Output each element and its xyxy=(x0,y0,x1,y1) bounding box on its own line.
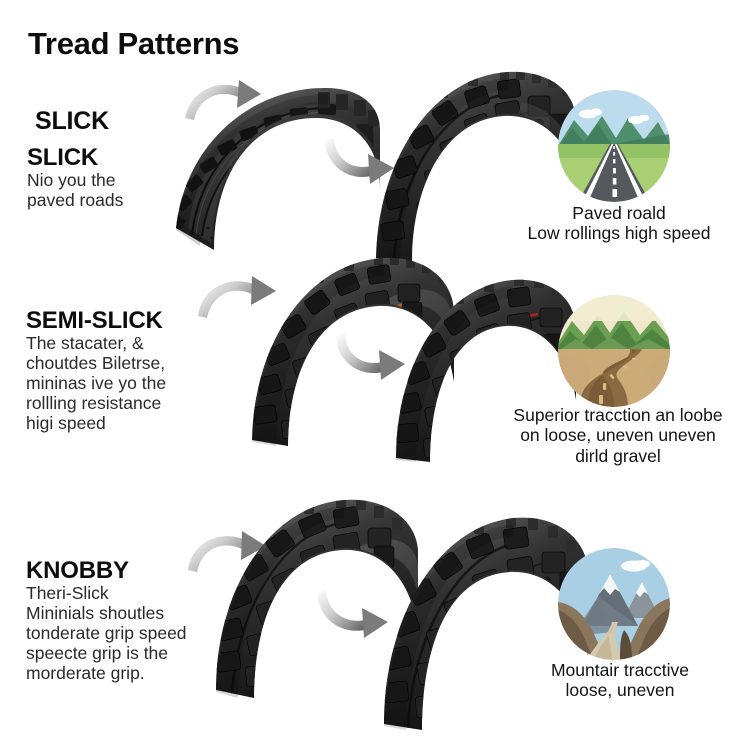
tire-knobby-row1 xyxy=(372,62,582,262)
paved-road-scene-icon xyxy=(558,90,670,202)
curved-arrow-down-right-icon-2b xyxy=(333,330,425,388)
gravel-road-scene-icon xyxy=(558,295,670,407)
slick-description: Nio you the paved roads xyxy=(27,170,124,211)
tire-slick-row1 xyxy=(168,78,383,253)
knobby-heading: KNOBBY xyxy=(26,557,129,584)
curved-arrow-down-right-icon-3a xyxy=(186,528,282,586)
category-block-semi-slick: SEMI-SLICK The stacater, & choutdes Bile… xyxy=(26,308,231,434)
semi-slick-description: The stacater, & choutdes Biletrse, minin… xyxy=(26,333,167,434)
knobby-description: Theri-Slick Mininials shoutles tonderate… xyxy=(26,583,187,684)
curved-arrow-down-right-icon-1a xyxy=(183,78,279,130)
tire-knobby-row3-left xyxy=(210,488,425,703)
tire-semi-slick-row2 xyxy=(248,250,458,450)
slick-heading: SLICK xyxy=(27,144,99,171)
curved-arrow-down-right-icon-1b xyxy=(322,134,416,192)
caption-gravel-road: Superior tracction an loobe on loose, un… xyxy=(513,405,723,466)
category-label-slick-top: SLICK xyxy=(35,108,109,135)
category-block-slick: SLICK Nio you the paved roads xyxy=(27,145,227,211)
slick-label-top: SLICK xyxy=(35,107,110,135)
mountain-trail-scene-icon xyxy=(558,548,670,660)
page-title: Tread Patterns xyxy=(28,26,240,61)
semi-slick-heading: SEMI-SLICK xyxy=(26,307,163,334)
caption-paved-road: Paved roald Low rollings high speed xyxy=(527,203,711,244)
curved-arrow-down-right-icon-2a xyxy=(196,272,292,332)
curved-arrow-down-right-icon-3b xyxy=(314,586,410,646)
category-block-knobby: KNOBBY Theri-Slick Mininials shoutles to… xyxy=(26,558,241,684)
caption-mountain-trail: Mountair tracctive loose, uneven xyxy=(550,660,690,701)
